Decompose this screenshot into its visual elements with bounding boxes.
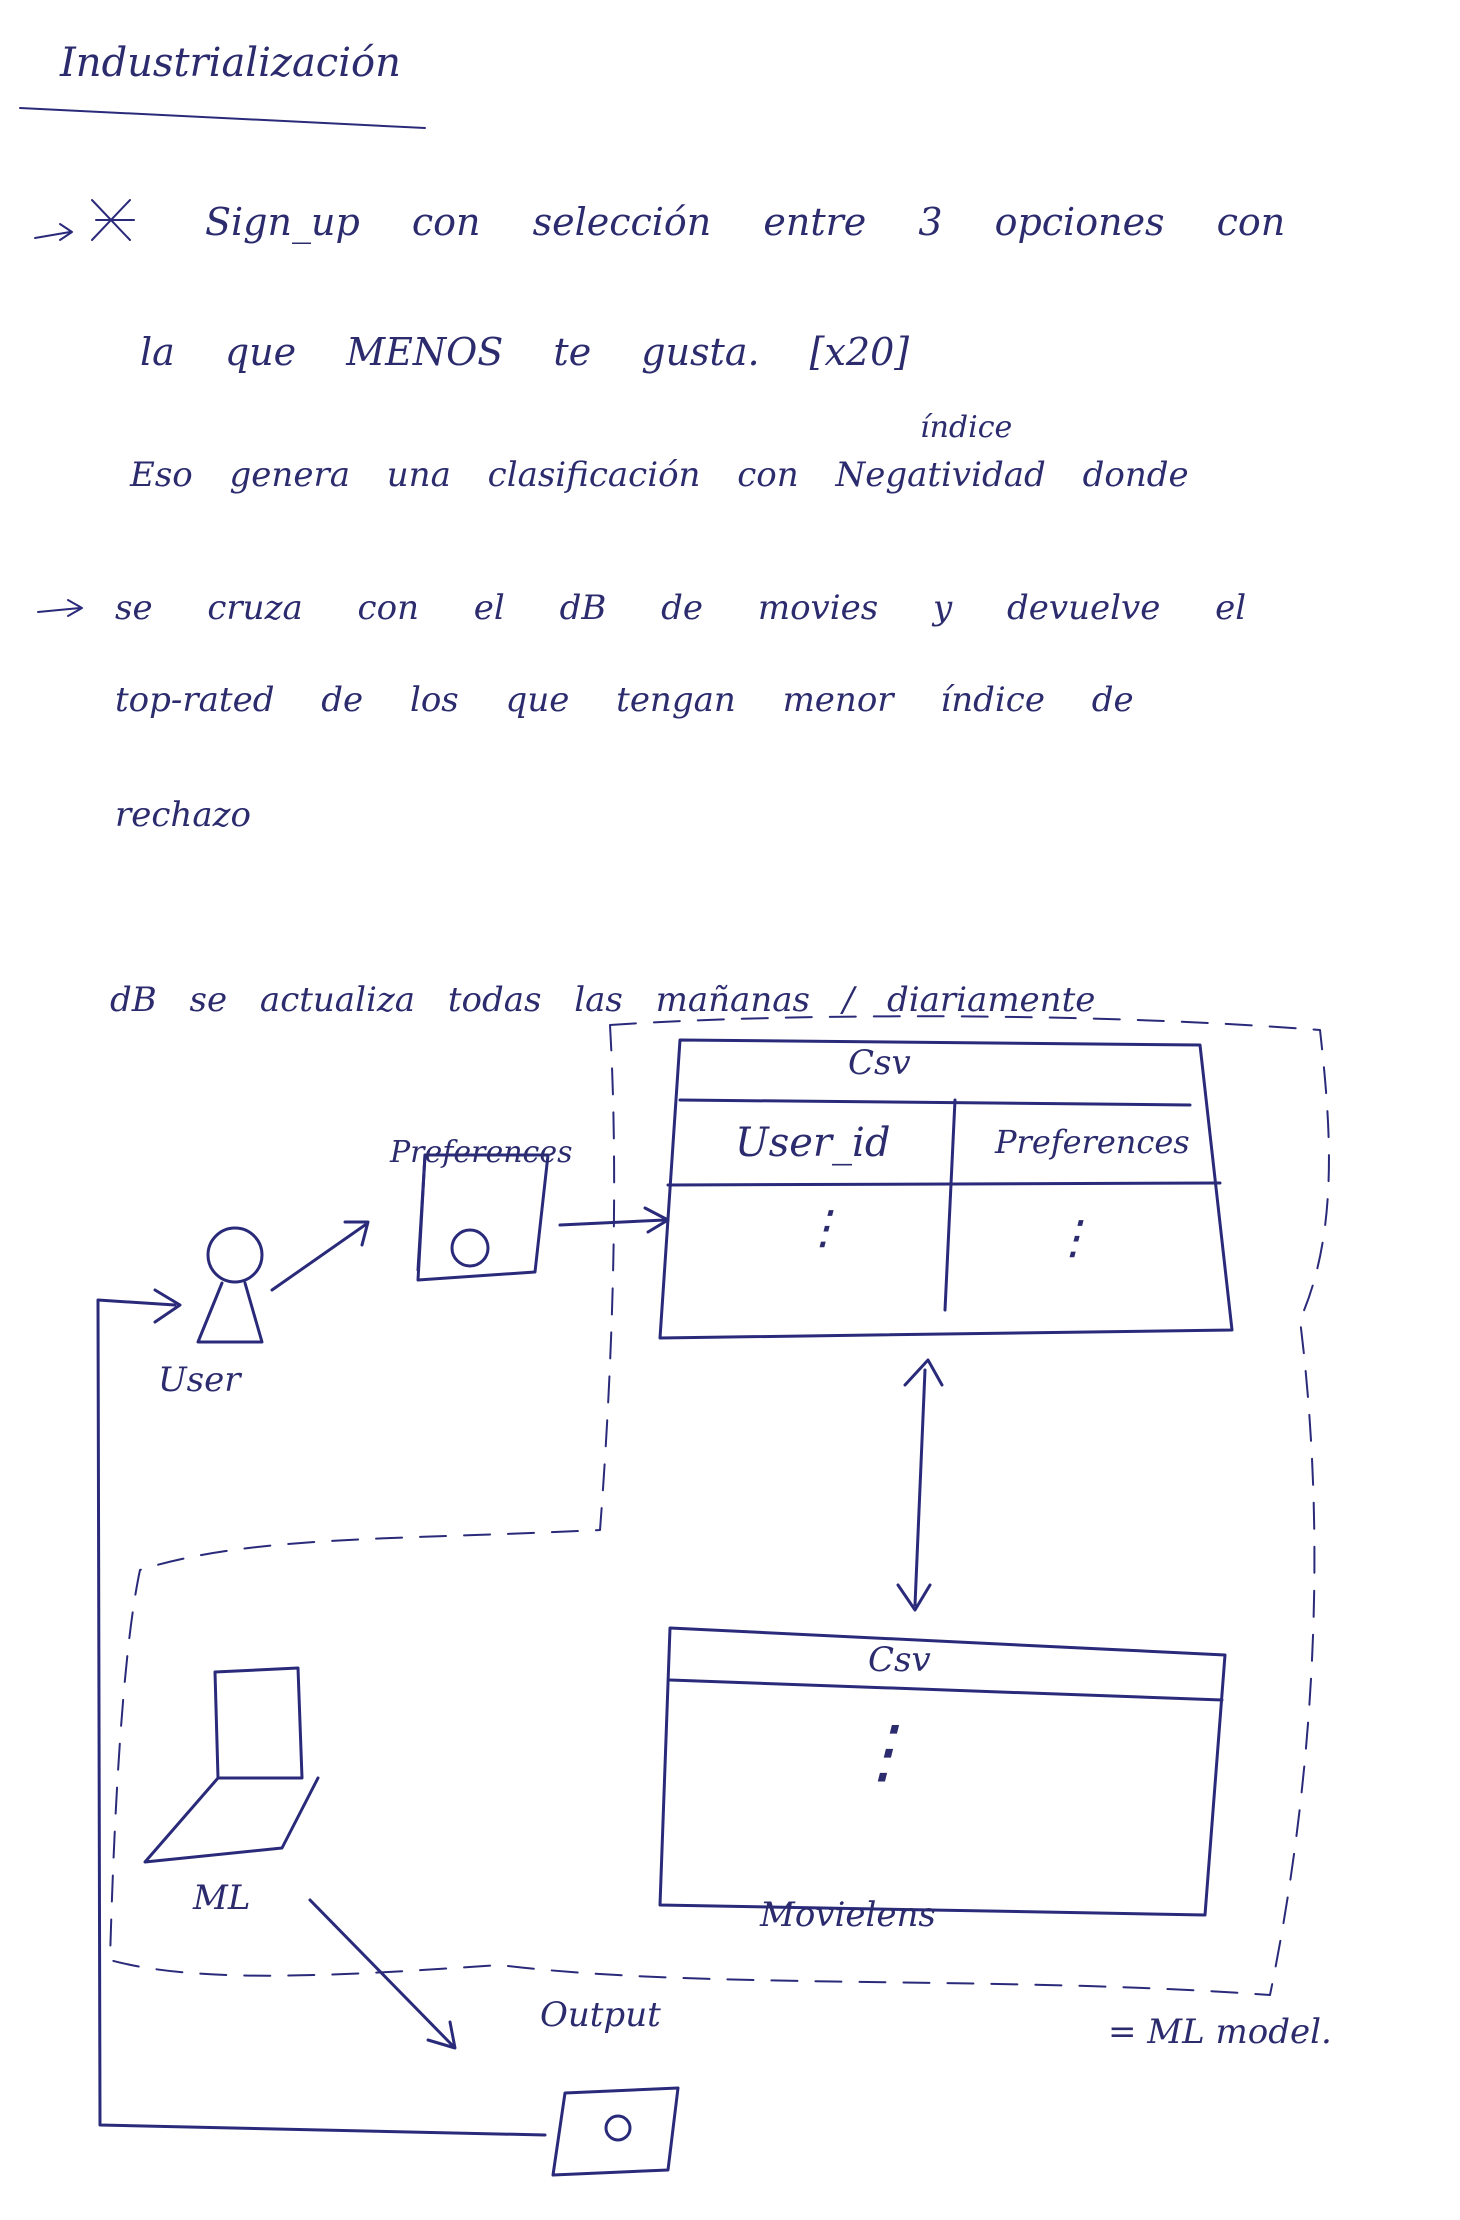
preferences-doc-icon	[450, 1228, 490, 1268]
arrow-user-to-preferences	[270, 1220, 370, 1292]
csv-top-col-divider	[943, 1098, 957, 1312]
note-line-7: dB se actualiza todas las mañanas / diar…	[110, 980, 1096, 1020]
csv-top-row-line	[666, 1181, 1222, 1187]
csv-top-table	[658, 1038, 1234, 1340]
double-arrow	[896, 1358, 944, 1612]
note-line-4: se cruza con el dB de movies y devuelve …	[115, 588, 1247, 628]
csv-top-col2: Preferences	[995, 1123, 1190, 1161]
page-title: Industrialización	[60, 40, 401, 86]
arrow-ml-to-output	[308, 1898, 457, 2050]
arrow-preferences-to-csv	[558, 1206, 670, 1234]
user-figure	[196, 1226, 264, 1344]
csv-bottom-header-line	[668, 1678, 1224, 1702]
csv-bottom-title: Csv	[868, 1640, 931, 1680]
note-line-3: Eso genera una clasificación con Negativ…	[130, 455, 1189, 495]
csv-top-dots-2: ⋮	[1050, 1210, 1096, 1264]
csv-bottom-dots: ⋮	[848, 1710, 918, 1792]
csv-top-col1: User_id	[735, 1120, 891, 1166]
preferences-label: Preferences	[390, 1135, 573, 1170]
note-line-6: rechazo	[115, 795, 251, 835]
arrow-line4	[37, 599, 83, 617]
ml-model-label: = ML model.	[1108, 2012, 1332, 2052]
note-line-1: Sign_up con selección entre 3 opciones c…	[205, 200, 1286, 244]
note-line-2: la que MENOS te gusta. [x20]	[140, 330, 910, 374]
csv-top-header-line	[678, 1098, 1192, 1107]
user-label: User	[158, 1360, 241, 1400]
csv-top-title: Csv	[848, 1043, 911, 1083]
scribble-mark	[91, 199, 135, 241]
arrow-line1	[34, 223, 73, 241]
ml-label: ML	[193, 1878, 251, 1918]
csv-bottom-table	[658, 1626, 1227, 1917]
csv-top-dots-1: ⋮	[800, 1200, 846, 1254]
feedback-loop	[96, 1298, 547, 2137]
output-doc-icon	[604, 2114, 632, 2142]
title-underline	[19, 107, 426, 129]
note-line-5: top-rated de los que tengan menor índice…	[115, 680, 1134, 720]
ml-model-boundary	[109, 1015, 1330, 1996]
note-line-3-insert: índice	[920, 410, 1013, 445]
ml-laptop	[143, 1666, 320, 1864]
output-doc	[551, 2086, 680, 2177]
output-label: Output	[540, 1995, 661, 2035]
movies-label: Movielens	[760, 1895, 936, 1935]
